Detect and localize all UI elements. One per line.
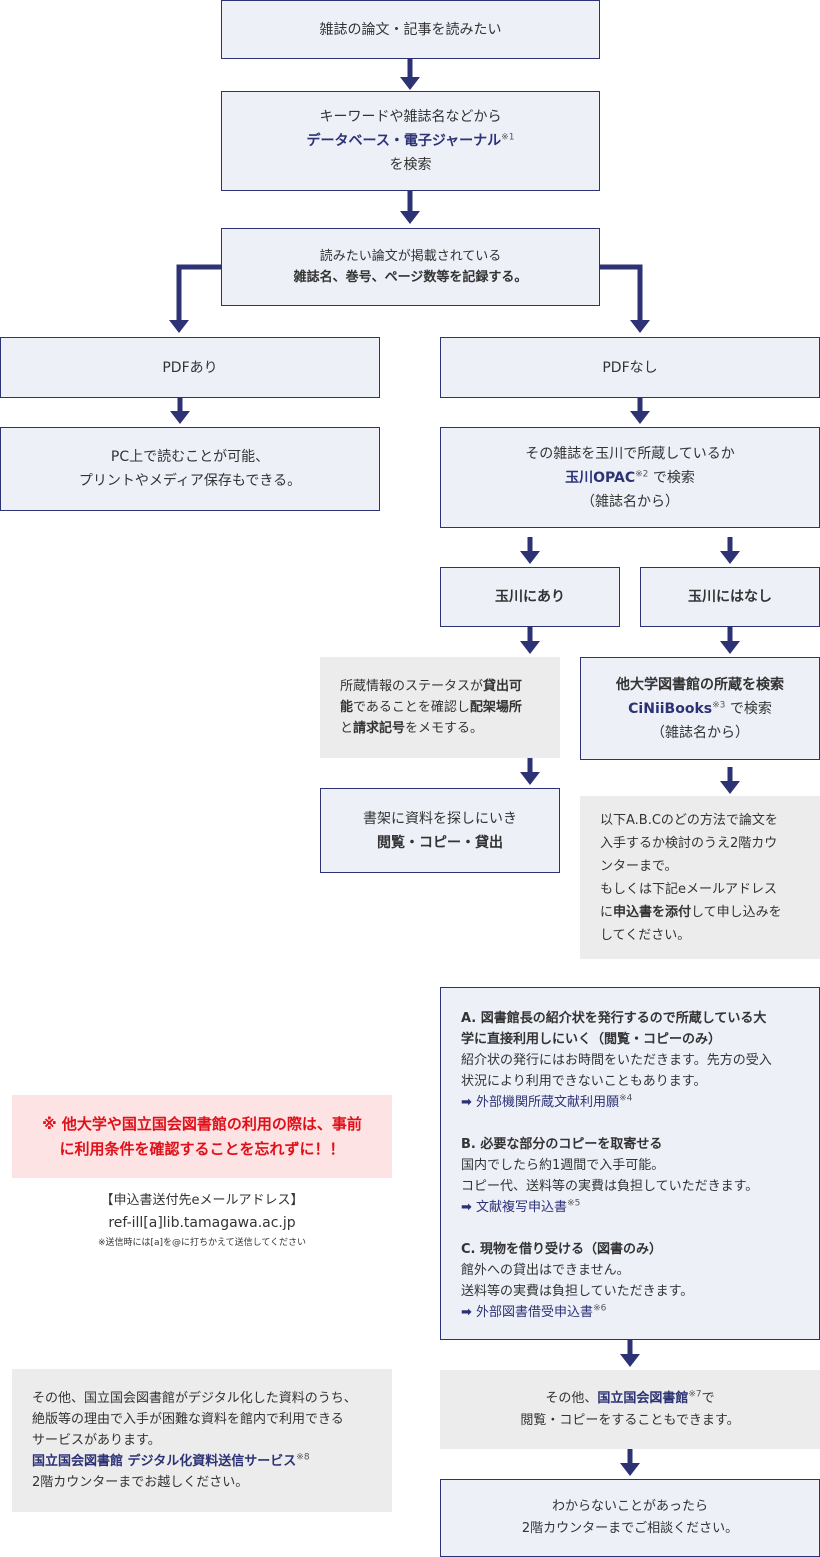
option-c-title: C. 現物を借り受ける（図書のみ） xyxy=(461,1242,663,1257)
step2-line1: キーワードや雑誌名などから xyxy=(319,109,502,125)
tamagawa-not-held-box: 玉川にはなし xyxy=(640,567,820,627)
opac-after-link: で検索 xyxy=(652,469,695,486)
option-c-link-row[interactable]: ➡ 外部図書借受申込書※6 xyxy=(461,1303,607,1320)
option-a-title-1: A. 図書館長の紹介状を発行するので所蔵している大 xyxy=(461,1011,767,1026)
cinii-after-link: で検索 xyxy=(729,700,772,717)
connector-split-right xyxy=(600,264,643,322)
consult-counter-box: わからないことがあったら 2階カウンターまでご相談ください。 xyxy=(440,1479,820,1557)
opac-search-box: その雑誌を玉川で所蔵しているか 玉川OPAC※2 で検索 （雑誌名から） xyxy=(440,427,820,528)
pdf-available-result: PC上で読むことが可能、 プリントやメディア保存もできる。 xyxy=(0,427,380,511)
arrowhead-to-yes xyxy=(520,551,540,564)
acquisition-options-box: A. 図書館長の紹介状を発行するので所蔵している大 学に直接利用しにいく（閲覧・… xyxy=(440,987,820,1340)
pdf-yes-line1: PC上で読むことが可能、 xyxy=(110,449,270,465)
pdf-no-line1: その雑誌を玉川で所蔵しているか xyxy=(525,445,735,462)
step2-line3: を検索 xyxy=(389,157,432,173)
note-3-marker: ※3 xyxy=(712,699,726,710)
arrowhead-memo-shelf xyxy=(520,772,540,785)
ndl-link[interactable]: 国立国会図書館 xyxy=(597,1390,689,1406)
arrowhead-yes-memo xyxy=(520,641,540,654)
note-1-marker: ※1 xyxy=(501,132,515,143)
arrowhead-left xyxy=(169,320,189,333)
pdf-available-title: PDFあり xyxy=(162,359,218,376)
note-2-marker: ※2 xyxy=(635,468,649,479)
option-a-title-2: 学に直接利用しにいく（閲覧・コピーのみ） xyxy=(461,1032,722,1047)
arrow-right-icon: ➡ xyxy=(461,1305,472,1320)
email-heading: 【申込書送付先eメールアドレス】 xyxy=(100,1193,304,1208)
pdf-unavailable-box: PDFなし xyxy=(440,337,820,398)
arrowhead-ndl-final xyxy=(620,1463,640,1476)
cinii-books-link[interactable]: CiNiiBooks xyxy=(628,700,713,717)
shelf-action-box: 書架に資料を探しにいき 閲覧・コピー・貸出 xyxy=(320,788,560,873)
holding-status-memo: 所蔵情報のステータスが貸出可 能であることを確認し配架場所 と請求記号をメモする… xyxy=(320,657,560,758)
option-b-link-row[interactable]: ➡ 文献複写申込書※5 xyxy=(461,1198,581,1215)
arrow-right-icon: ➡ xyxy=(461,1200,472,1215)
tamagawa-opac-link[interactable]: 玉川OPAC xyxy=(565,469,636,486)
tamagawa-not-held-title: 玉川にはなし xyxy=(688,589,772,605)
pdf-unavailable-title: PDFなし xyxy=(602,359,658,376)
interlibrary-loan-link[interactable]: 外部図書借受申込書 xyxy=(476,1305,594,1320)
step3-line2: 雑誌名、巻号、ページ数等を記録する。 xyxy=(293,270,528,285)
option-b-title: B. 必要な部分のコピーを取寄せる xyxy=(461,1137,663,1152)
usage-warning-box: ※ 他大学や国立国会図書館の利用の際は、事前 に利用条件を確認することを忘れずに… xyxy=(12,1095,392,1178)
option-a-link-row[interactable]: ➡ 外部機関所蔵文献利用願※4 xyxy=(461,1093,633,1110)
arrowhead-pdf-yes xyxy=(170,411,190,424)
pdf-available-box: PDFあり xyxy=(0,337,380,398)
ndl-digital-service-box: その他、国立国会図書館がデジタル化した資料のうち、 絶版等の理由で入手が困難な資… xyxy=(12,1369,392,1512)
arrowhead-right xyxy=(630,320,650,333)
warning-line2: に利用条件を確認することを忘れずに！！ xyxy=(59,1139,345,1158)
cinii-line3: （雑誌名から） xyxy=(651,724,749,741)
arrowhead-no-search xyxy=(720,641,740,654)
external-holding-request-link[interactable]: 外部機関所蔵文献利用願 xyxy=(476,1095,620,1110)
arrowhead-pdf-no xyxy=(630,411,650,424)
arrowhead-1 xyxy=(400,77,420,90)
cinii-search-box: 他大学図書館の所蔵を検索 CiNiiBooks※3 で検索 （雑誌名から） xyxy=(580,657,820,760)
shelf-line2: 閲覧・コピー・貸出 xyxy=(377,834,503,851)
shelf-line1: 書架に資料を探しにいき xyxy=(363,810,517,827)
other-univ-search-line: 他大学図書館の所蔵を検索 xyxy=(616,676,784,693)
step3-line1: 読みたい論文が掲載されている xyxy=(319,249,502,264)
pdf-no-line3: （雑誌名から） xyxy=(581,493,679,510)
arrow-right-icon: ➡ xyxy=(461,1095,472,1110)
step-read-articles: 雑誌の論文・記事を読みたい xyxy=(221,0,600,59)
connector-split-left xyxy=(176,264,221,322)
ndl-access-box: その他、国立国会図書館※7で 閲覧・コピーをすることもできます。 xyxy=(440,1370,820,1449)
ndl-digital-service-link[interactable]: 国立国会図書館 デジタル化資料送信サービス xyxy=(32,1454,297,1469)
database-ejournal-link[interactable]: データベース・電子ジャーナル xyxy=(306,133,502,149)
copy-request-link[interactable]: 文献複写申込書 xyxy=(476,1200,568,1215)
step-search-database: キーワードや雑誌名などから データベース・電子ジャーナル※1 を検索 xyxy=(221,91,600,191)
email-note: ※送信時には[a]を@に打ちかえて送信してください xyxy=(97,1238,307,1248)
arrowhead-2 xyxy=(400,211,420,224)
pdf-yes-line2: プリントやメディア保存もできる。 xyxy=(78,473,302,489)
arrowhead-search-info xyxy=(720,781,740,794)
tamagawa-held-title: 玉川にあり xyxy=(495,589,565,605)
step-read-articles-text: 雑誌の論文・記事を読みたい xyxy=(319,21,502,38)
arrowhead-to-no xyxy=(720,551,740,564)
email-section: 【申込書送付先eメールアドレス】 ref-ill[a]lib.tamagawa.… xyxy=(12,1190,392,1252)
email-address[interactable]: ref-ill[a]lib.tamagawa.ac.jp xyxy=(108,1215,296,1231)
tamagawa-held-box: 玉川にあり xyxy=(440,567,620,627)
step-record-details: 読みたい論文が掲載されている 雑誌名、巻号、ページ数等を記録する。 xyxy=(221,228,600,306)
warning-line1: ※ 他大学や国立国会図書館の利用の際は、事前 xyxy=(42,1114,362,1133)
acquisition-info-box: 以下A.B.Cのどの方法で論文を 入手するか検討のうえ2階カウ ンターまで。 も… xyxy=(580,796,820,959)
arrowhead-options-ndl xyxy=(620,1354,640,1367)
